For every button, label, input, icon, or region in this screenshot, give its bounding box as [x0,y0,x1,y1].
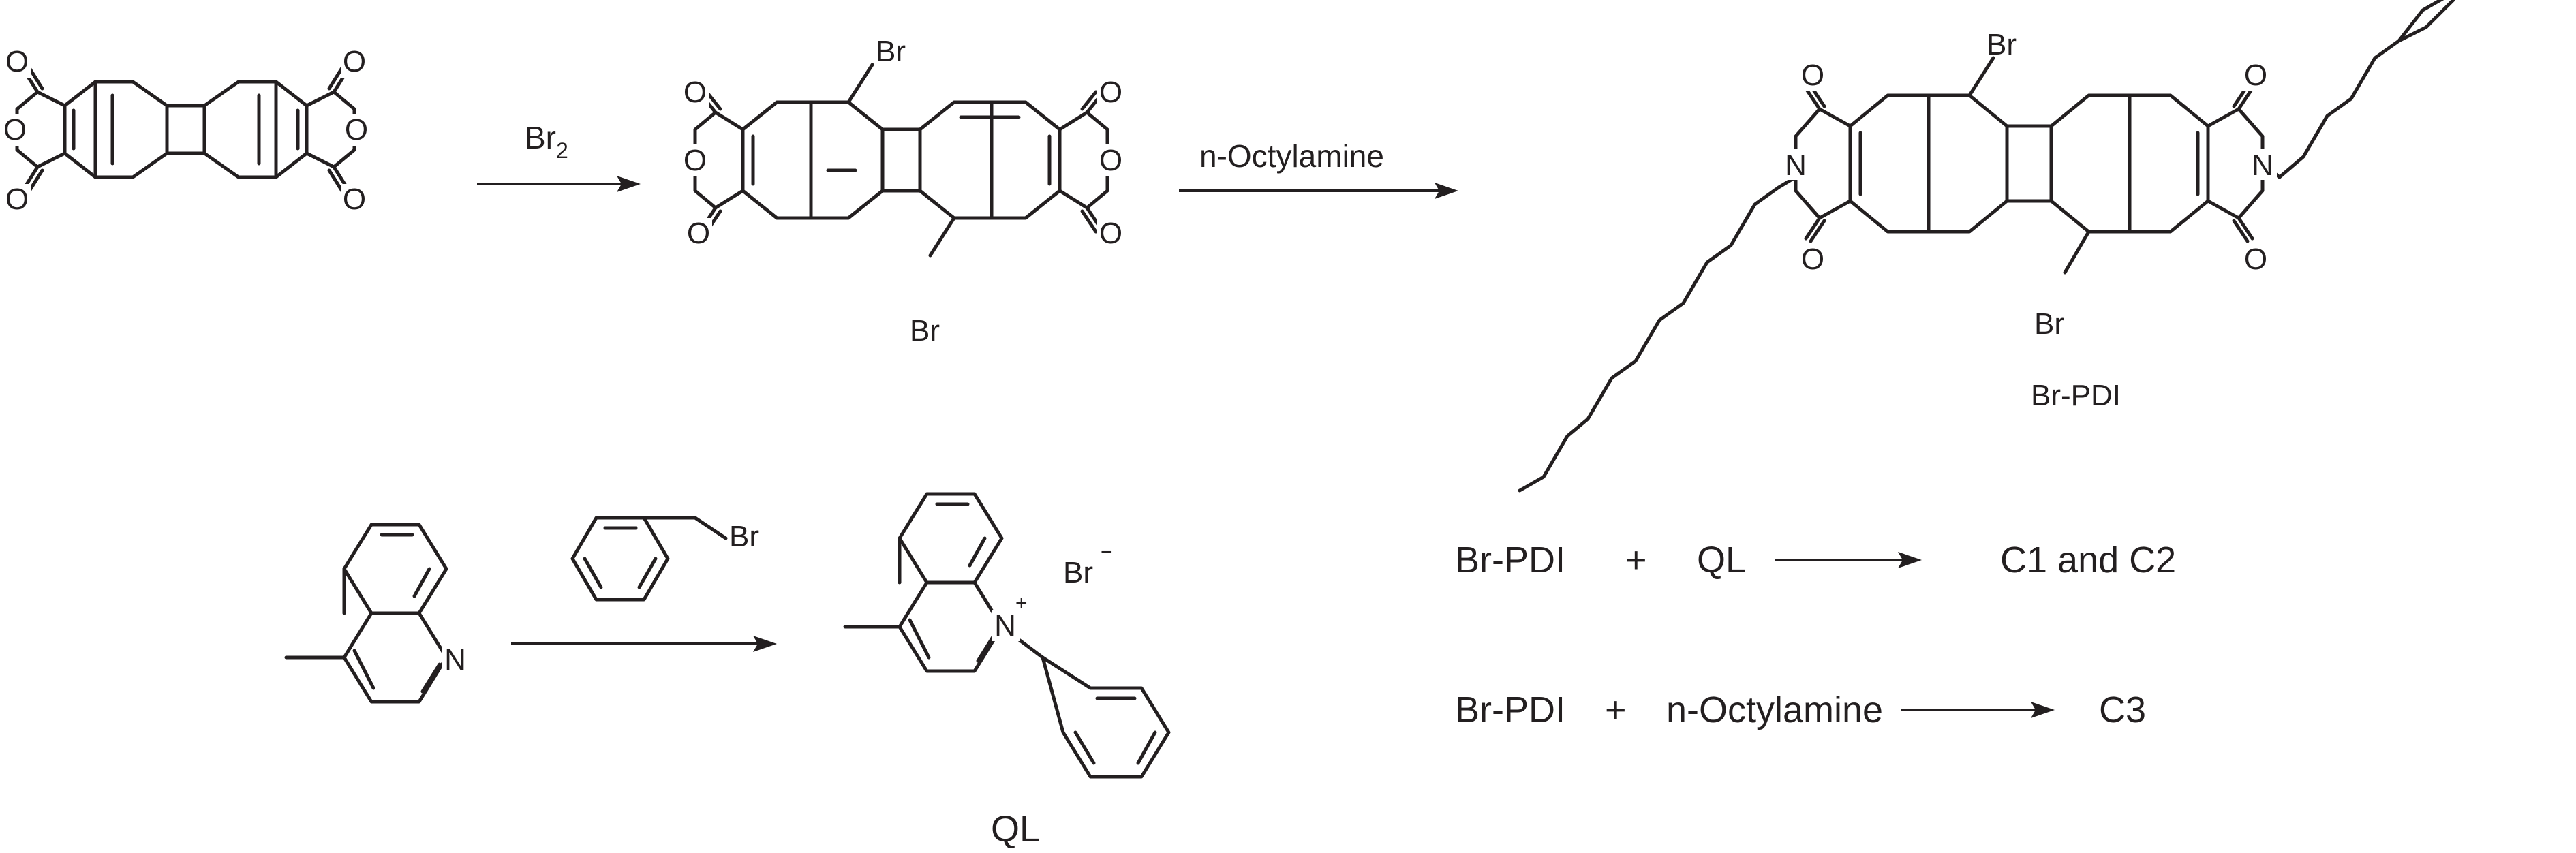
equation-row-1: Br-PDI + QL C1 and C2 [1455,540,2176,580]
oxygen-label: O [3,113,27,146]
equation-product-c1-c2: C1 and C2 [2000,540,2176,580]
nitrogen-label: N [2252,149,2273,182]
equation-reactant-br-pdi: Br-PDI [1455,540,1565,580]
equation-reactant-octylamine: n-Octylamine [1666,689,1883,730]
oxygen-label: O [1801,243,1824,276]
bromine-label: Br [1987,28,2017,61]
oxygen-label: O [1099,76,1122,109]
oxygen-label: O [5,45,29,78]
compound-name-br-pdi: Br-PDI [2031,379,2121,412]
perylene-dianhydride: O O O O O O [1,45,370,216]
equation-reactant-br-pdi: Br-PDI [1455,689,1565,730]
methylquinoline: N [284,523,470,704]
arrow-imidization: n-Octylamine [1179,138,1458,199]
negative-charge: − [1101,541,1113,563]
plus-sign: + [1605,689,1627,730]
nitrogen-label: N [444,643,466,677]
ql-structure: N + Br − QL [843,492,1171,850]
oxygen-label: O [343,183,366,216]
arrow-head [2031,702,2055,718]
arrow-bromination: Br2 [477,120,641,192]
positive-charge: + [1015,592,1028,615]
reagent-bromine: Br2 [525,120,568,163]
oxygen-label: O [343,45,366,78]
equation-row-2: Br-PDI + n-Octylamine C3 [1455,689,2146,730]
equation-reactant-ql: QL [1697,540,1746,580]
oxygen-label: O [1099,144,1122,177]
plus-sign: + [1625,540,1647,580]
compound-name-ql: QL [991,809,1040,850]
bromine-label: Br [910,314,940,347]
oxygen-label: O [5,183,29,216]
bromide-counterion: Br [1063,556,1093,589]
dibromo-perylene-dianhydride: O O O O O O Br Br [681,35,1124,347]
equation-product-c3: C3 [2099,689,2146,730]
oxygen-label: O [1099,217,1122,250]
bromine-label: Br [876,35,906,68]
arrow-head [1898,552,1922,568]
oxygen-label: O [345,113,368,146]
oxygen-label: O [684,144,707,177]
nitrogen-label: N [1785,149,1807,182]
oxygen-label: O [684,76,707,109]
oxygen-label: O [2244,59,2267,92]
oxygen-label: O [1801,59,1824,92]
reagent-octylamine: n-Octylamine [1199,138,1384,174]
bromine-label: Br [729,520,759,553]
bromine-label: Br [2034,307,2064,341]
oxygen-label: O [687,217,710,250]
arrow-benzylation: Br [511,516,777,652]
oxygen-label: O [2244,243,2267,276]
br-pdi-structure: O O O O N N Br Br Br-PDI [1518,0,2455,493]
nitrogen-label: N [994,609,1016,642]
